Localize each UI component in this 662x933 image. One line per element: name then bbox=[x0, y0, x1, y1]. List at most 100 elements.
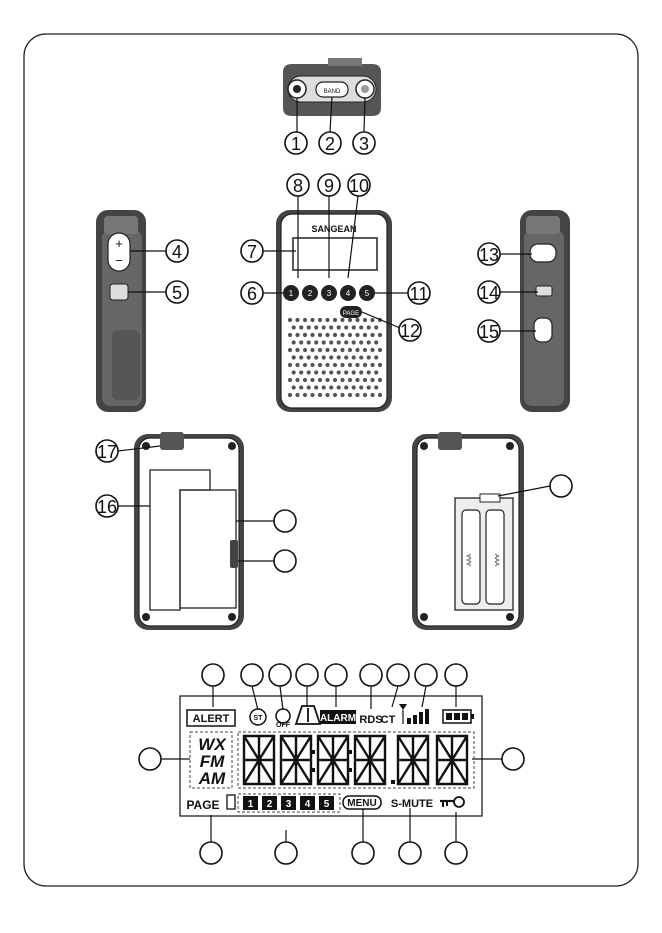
rds-indicator: RDS bbox=[359, 714, 382, 726]
svg-text:OFF: OFF bbox=[276, 722, 291, 729]
page-indicator: PAGE bbox=[186, 798, 219, 812]
callout-3: 3 bbox=[353, 132, 375, 154]
lcd-callout-right bbox=[502, 748, 524, 770]
front-lcd-window bbox=[293, 238, 377, 270]
signal-strength-icon bbox=[399, 704, 429, 724]
colon-dot bbox=[311, 768, 315, 772]
svg-text:3: 3 bbox=[327, 289, 332, 298]
lcd-callouts-bottom bbox=[200, 842, 467, 864]
segment-digit bbox=[244, 736, 274, 784]
svg-text:10: 10 bbox=[349, 176, 369, 196]
segment-digits bbox=[244, 736, 467, 784]
brand-logo: SANGEAN bbox=[311, 224, 356, 234]
svg-text:7: 7 bbox=[247, 242, 257, 262]
svg-text:12: 12 bbox=[400, 321, 420, 341]
svg-text:6: 6 bbox=[247, 284, 257, 304]
svg-text:MENU: MENU bbox=[347, 798, 376, 809]
segment-digit bbox=[355, 736, 385, 784]
reset-switch bbox=[530, 244, 556, 262]
lcd-diagram: ALERT ST OFF ALARM RDS CT bbox=[139, 664, 524, 864]
belt-clip-tab bbox=[160, 432, 184, 450]
decimal-point bbox=[391, 780, 395, 784]
callout-blank-open bbox=[550, 475, 572, 497]
back-view-closed: 17 16 bbox=[96, 432, 296, 630]
svg-text:5: 5 bbox=[172, 283, 182, 303]
callout-8: 8 bbox=[287, 174, 309, 196]
callout-7: 7 bbox=[241, 240, 263, 262]
callout-17: 17 bbox=[96, 440, 118, 462]
svg-text:14: 14 bbox=[479, 283, 499, 303]
svg-text:AAA: AAA bbox=[467, 554, 473, 566]
svg-text:5: 5 bbox=[365, 289, 370, 298]
lock-switch bbox=[110, 284, 128, 300]
segment-digit bbox=[437, 736, 467, 784]
callout-5: 5 bbox=[166, 281, 188, 303]
alert-label: ALERT bbox=[193, 713, 230, 725]
smute-indicator: S-MUTE bbox=[391, 798, 433, 810]
key-lock-icon bbox=[440, 797, 464, 807]
front-view: SANGEAN 1 2 3 4 5 PAGE 6 7 8 9 10 11 12 bbox=[241, 174, 430, 412]
right-side-view: 13 14 15 bbox=[478, 210, 570, 412]
lcd-preset-indicators: 1 2 3 4 5 bbox=[243, 796, 334, 810]
svg-text:16: 16 bbox=[97, 497, 117, 517]
callout-6: 6 bbox=[241, 282, 263, 304]
svg-text:5: 5 bbox=[324, 799, 330, 810]
callout-10: 10 bbox=[348, 174, 370, 196]
svg-text:9: 9 bbox=[324, 176, 334, 196]
segment-digit bbox=[281, 736, 311, 784]
front-page-button-label: PAGE bbox=[343, 311, 359, 317]
svg-text:ST: ST bbox=[254, 715, 264, 722]
back-view-open: AAA AAA bbox=[412, 432, 572, 630]
svg-text:4: 4 bbox=[305, 799, 311, 810]
ct-indicator: CT bbox=[381, 714, 396, 726]
page-slot-icon bbox=[227, 795, 235, 809]
volume-plus-icon: + bbox=[115, 236, 123, 251]
callout-11: 11 bbox=[408, 282, 430, 304]
colon-dot bbox=[348, 750, 352, 754]
svg-text:4: 4 bbox=[172, 242, 182, 262]
svg-text:1: 1 bbox=[248, 799, 254, 810]
lcd-callout-left bbox=[139, 748, 161, 770]
charge-port bbox=[534, 318, 552, 342]
svg-text:4: 4 bbox=[346, 289, 351, 298]
top-view: BAND 1 2 3 bbox=[283, 58, 381, 154]
callout-13: 13 bbox=[478, 243, 500, 265]
callout-4: 4 bbox=[166, 240, 188, 262]
svg-text:AAA: AAA bbox=[493, 554, 499, 566]
svg-text:15: 15 bbox=[479, 322, 499, 342]
band-am: AM bbox=[198, 769, 226, 788]
callout-2: 2 bbox=[319, 132, 341, 154]
battery-level-icon bbox=[443, 710, 474, 723]
callout-14: 14 bbox=[478, 281, 500, 303]
callout-12: 12 bbox=[399, 319, 421, 341]
svg-text:8: 8 bbox=[293, 176, 303, 196]
svg-text:13: 13 bbox=[479, 245, 499, 265]
callout-1: 1 bbox=[285, 132, 307, 154]
sleep-off-icon bbox=[276, 709, 290, 723]
svg-text:3: 3 bbox=[286, 799, 292, 810]
svg-text:2: 2 bbox=[308, 289, 313, 298]
callout-15: 15 bbox=[478, 320, 500, 342]
svg-text:ALARM: ALARM bbox=[320, 713, 356, 724]
svg-text:17: 17 bbox=[97, 442, 117, 462]
callout-blank-back-1 bbox=[274, 510, 296, 532]
usb-port bbox=[536, 286, 552, 296]
colon-dot bbox=[311, 750, 315, 754]
svg-text:1: 1 bbox=[289, 289, 294, 298]
volume-minus-icon: − bbox=[115, 253, 123, 268]
svg-text:2: 2 bbox=[267, 799, 273, 810]
svg-text:2: 2 bbox=[325, 134, 335, 154]
band-button-label: BAND bbox=[324, 89, 341, 95]
traffic-info-icon bbox=[296, 706, 320, 724]
callout-9: 9 bbox=[318, 174, 340, 196]
colon-dot bbox=[348, 768, 352, 772]
callout-16: 16 bbox=[96, 495, 118, 517]
svg-text:1: 1 bbox=[291, 134, 301, 154]
lcd-callouts-top bbox=[202, 664, 467, 686]
callout-blank-back-2 bbox=[274, 550, 296, 572]
svg-text:11: 11 bbox=[410, 284, 429, 304]
segment-digit bbox=[318, 736, 348, 784]
svg-text:3: 3 bbox=[359, 134, 369, 154]
left-side-view: + − 4 5 bbox=[96, 210, 188, 412]
